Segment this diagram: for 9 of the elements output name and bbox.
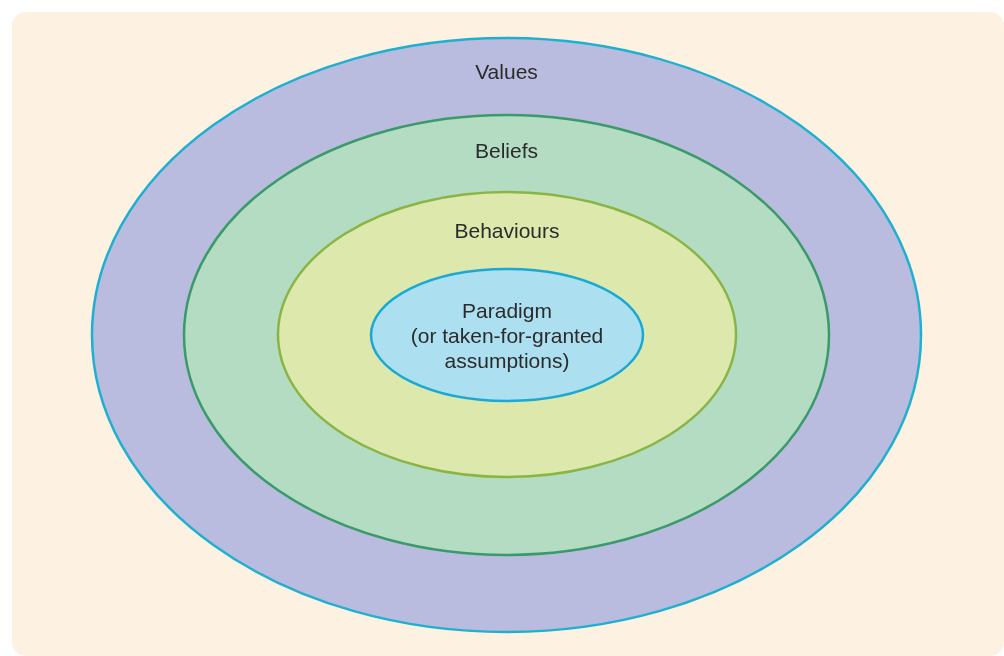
ring-label: Paradigm xyxy=(462,298,552,322)
ring-label: Behaviours xyxy=(454,219,560,242)
ellipse-region xyxy=(277,191,737,478)
ring-label: Values xyxy=(475,60,538,83)
ellipse-region xyxy=(91,37,922,633)
ring-label: (or taken-for-granted assumptions) xyxy=(410,323,604,372)
ring-label: Beliefs xyxy=(475,139,538,162)
ellipse-region xyxy=(370,268,644,402)
ellipse-region xyxy=(183,114,830,556)
